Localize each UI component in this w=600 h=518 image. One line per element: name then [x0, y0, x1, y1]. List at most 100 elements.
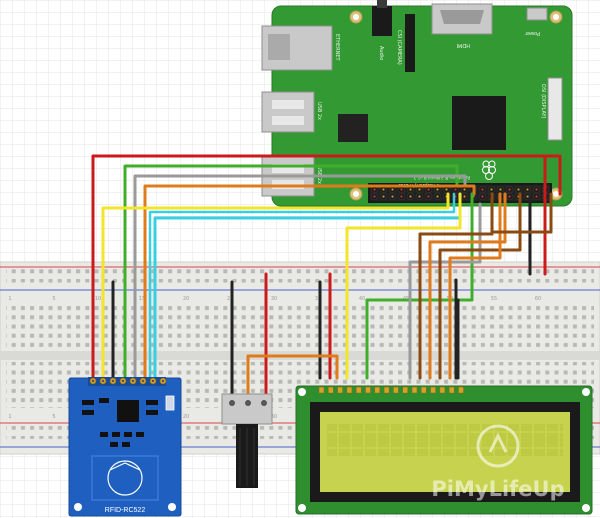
wires	[91, 154, 562, 396]
gpio-pin-contact	[535, 188, 538, 191]
gpio-pin-contact	[463, 195, 466, 198]
lcd-mount-hole	[582, 388, 590, 396]
csi-connector	[405, 14, 415, 72]
wire-red-pi-5v	[543, 154, 562, 276]
wire-brown-lcd-1	[418, 192, 494, 380]
rfid-mount-hole	[74, 503, 82, 511]
gpio-pin-contact	[526, 188, 529, 191]
wire-cyan-rfid-2	[148, 192, 456, 380]
rfid-reader: RFID-RC522	[68, 377, 182, 517]
hdmi-label: HDMI	[457, 42, 470, 48]
gpio-pin-contact	[409, 188, 412, 191]
column-label: 20	[183, 414, 189, 420]
wire-yellow-lcd	[345, 192, 462, 380]
csi-label: CSI (CAMERA)	[396, 30, 402, 65]
lcd-pin	[355, 386, 362, 394]
rfid-component	[82, 400, 94, 405]
watermark-arrow-icon	[488, 432, 508, 453]
power-label: Power	[524, 30, 540, 36]
rfid-component	[82, 410, 94, 415]
top-rail-holes-1	[6, 269, 594, 277]
gpio-pin-contact	[373, 195, 376, 198]
lcd-display	[295, 385, 593, 515]
wire-brown-pi	[492, 192, 553, 234]
dsi-connector	[547, 77, 563, 141]
pot-pin	[229, 400, 235, 406]
mount-hole-center	[353, 14, 359, 20]
raspberry-logo	[482, 160, 496, 180]
watermark: PiMyLifeUp	[431, 424, 565, 501]
ethernet-label: ETHERNET	[334, 34, 340, 62]
gpio-pin-contact	[418, 188, 421, 191]
lcd-pin	[318, 386, 325, 394]
rfid-pin-hole	[91, 379, 95, 383]
rfid-component	[100, 432, 108, 437]
rfid-pins	[89, 377, 167, 385]
column-label: 30	[271, 296, 277, 302]
pot-pin	[261, 400, 267, 406]
lcd-mount-hole	[298, 504, 306, 512]
rfid-component	[146, 410, 158, 415]
lan-chip	[338, 114, 368, 142]
rfid-mount-hole	[168, 503, 176, 511]
lcd-pin	[411, 386, 418, 394]
rfid-chip	[117, 400, 139, 422]
usb-socket	[272, 164, 304, 173]
hdmi-socket	[440, 10, 484, 24]
top-rail-holes-2	[6, 279, 594, 287]
mount-hole-center	[553, 191, 559, 197]
rfid-component	[124, 432, 132, 437]
column-label: 30	[271, 414, 277, 420]
column-label: 5	[52, 414, 55, 420]
gpio-pin-contact	[436, 195, 439, 198]
gpio-pin-contact	[427, 188, 430, 191]
gpio-pin-contact	[490, 188, 493, 191]
gpio-pin-contact	[508, 195, 511, 198]
wire-orange-pot-wiper	[246, 354, 339, 396]
rfid-pin-hole	[161, 379, 165, 383]
gpio-pin-contact	[454, 195, 457, 198]
rfid-pin-hole	[121, 379, 125, 383]
rfid-pin-hole	[141, 379, 145, 383]
lcd-mount-hole	[298, 388, 306, 396]
wire-orange-lcd-1	[428, 192, 507, 380]
gpio-pin-contact	[382, 195, 385, 198]
rfid-label: RFID-RC522	[105, 507, 146, 514]
wire-brown-lcd-2	[438, 192, 522, 380]
ethernet-socket	[268, 34, 290, 60]
audio-label: Audio	[378, 46, 384, 60]
mount-hole-center	[353, 191, 359, 197]
lcd-pin	[374, 386, 381, 394]
gpio-pin-contact	[499, 188, 502, 191]
usb-label: USB 2x	[316, 102, 322, 120]
pot-body	[221, 393, 273, 425]
wire-orange-rfid	[143, 184, 476, 380]
column-label: 55	[491, 296, 497, 302]
wire-gray-rfid	[133, 174, 467, 380]
gpio-pin-contact	[373, 188, 376, 191]
column-label: 60	[535, 296, 541, 302]
wire-yellow-rfid	[101, 192, 450, 380]
gpio-pin-contact	[463, 188, 466, 191]
usb-socket	[272, 100, 304, 109]
gpio-pin-contact	[445, 188, 448, 191]
audio-jack-barrel	[377, 0, 387, 8]
potentiometer	[221, 393, 273, 488]
pot-pin	[245, 400, 251, 406]
dsi-label: DSI (DISPLAY)	[540, 84, 546, 119]
gpio-pin-contact	[517, 188, 520, 191]
usb-port-1	[261, 91, 315, 133]
lcd-pin	[448, 386, 455, 394]
lcd-pin	[328, 386, 334, 394]
rfid-antenna-arc	[109, 462, 141, 471]
gpio-pin-contact	[481, 195, 484, 198]
column-label: 5	[52, 296, 55, 302]
gpio-pin-contact	[382, 188, 385, 191]
wire-orange-lcd-2	[448, 192, 502, 380]
audio-jack	[372, 6, 392, 36]
rfid-pin-hole	[111, 379, 115, 383]
rfid-crystal	[165, 395, 175, 411]
gpio-pin-contact	[436, 188, 439, 191]
column-label: 25	[227, 296, 233, 302]
